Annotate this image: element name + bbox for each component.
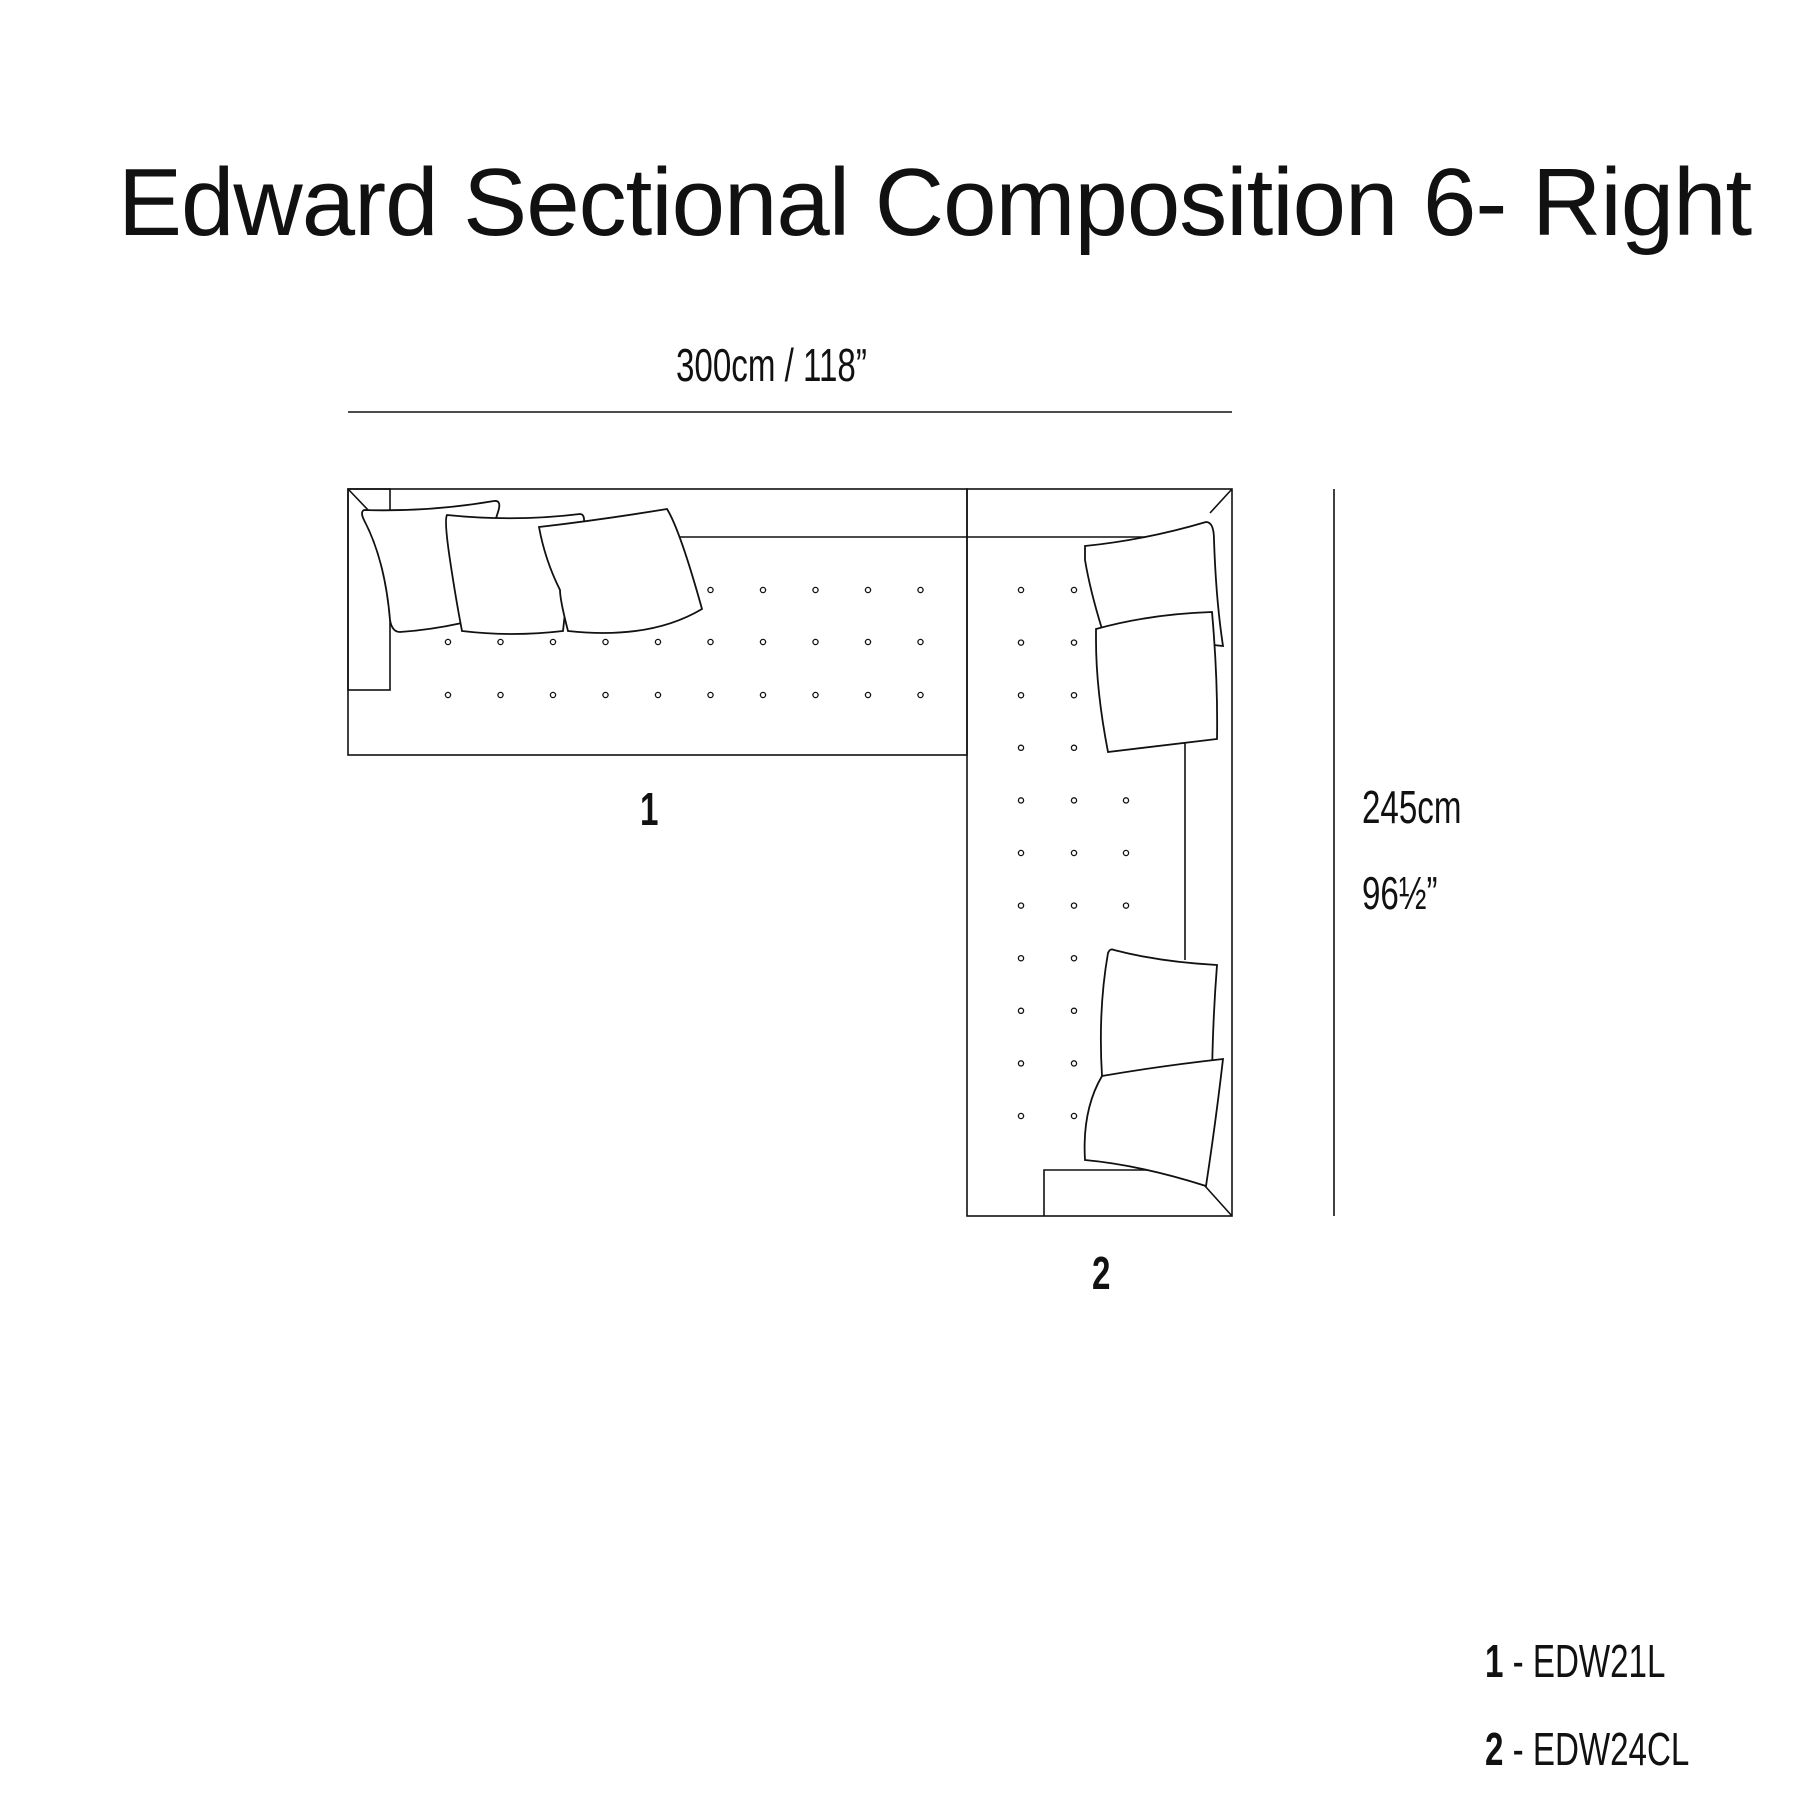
tufting-button (864, 691, 872, 699)
tufting-button (707, 691, 714, 699)
tufting-button (1017, 797, 1025, 804)
tufting-button (497, 638, 504, 646)
tufting-button (864, 586, 872, 594)
tufting-button (1122, 849, 1130, 857)
legend-separator: - (1512, 1635, 1524, 1687)
tufting-button (1070, 691, 1078, 699)
legend-number: 1 (1485, 1635, 1504, 1687)
tufting-button (1070, 1060, 1078, 1067)
tufting-button (759, 638, 767, 646)
page-title: Edward Sectional Composition 6- Right (118, 149, 1752, 256)
tufting-button (917, 638, 924, 646)
module-2-label: 2 (1092, 1247, 1111, 1299)
tufting-button (654, 691, 662, 699)
tufting-button (602, 638, 609, 646)
tufting-button (812, 691, 819, 699)
tufting-button (1070, 797, 1078, 804)
legend-separator: - (1512, 1723, 1524, 1775)
tufting-button (1070, 639, 1078, 646)
legend-code: EDW24CL (1532, 1723, 1690, 1775)
tufting-button (1017, 639, 1025, 646)
tufting-button (1017, 691, 1025, 699)
tufting-button (759, 691, 767, 699)
tufting-button (707, 586, 714, 594)
tufting-button (1070, 954, 1078, 962)
tufting-button (917, 691, 924, 699)
legend-item-2: 2 - EDW24CL (1485, 1722, 1769, 1776)
depth-cm-label: 245cm (1362, 781, 1462, 833)
tufting-button (759, 586, 767, 594)
legend-code: EDW21L (1532, 1635, 1666, 1687)
tufting-button (917, 586, 924, 594)
tufting-button (1017, 744, 1025, 752)
tufting-button (1070, 1007, 1078, 1015)
depth-in-label: 96½” (1362, 867, 1438, 919)
tufting-button (549, 691, 557, 699)
tufting-button (444, 691, 452, 699)
tufting-button (1122, 797, 1130, 804)
tufting-button (1017, 1112, 1025, 1120)
tufting-button (602, 691, 609, 699)
module-1-label: 1 (640, 783, 659, 835)
tufting-button (549, 638, 557, 646)
width-dimension-label: 300cm / 118” (676, 339, 867, 391)
tufting-button (1070, 586, 1078, 594)
tufting-button (864, 638, 872, 646)
tufting-button (654, 638, 662, 646)
cushions (361, 500, 1225, 1188)
tufting-button (497, 691, 504, 699)
tufting-button (1017, 849, 1025, 857)
tufting-button (1017, 586, 1025, 594)
tufting-button (1070, 744, 1078, 752)
cushion (1099, 948, 1218, 1092)
tufting-button (1017, 902, 1025, 909)
cushion (537, 508, 704, 634)
legend-item-1: 1 - EDW21L (1485, 1634, 1736, 1688)
tufting-button (707, 638, 714, 646)
tufting-button (1017, 1060, 1025, 1067)
tufting-button (1017, 1007, 1025, 1015)
tufting-button (1122, 902, 1130, 909)
tufting-button (812, 586, 819, 594)
tufting-button (812, 638, 819, 646)
tufting-button (1017, 954, 1025, 962)
tufting-button (1070, 902, 1078, 909)
cushion (1083, 1057, 1225, 1188)
cushion (1095, 611, 1219, 753)
tufting-button (1070, 849, 1078, 857)
tufting-buttons (444, 586, 1130, 1120)
module-2-outline (966, 488, 1233, 1217)
tufting-button (444, 638, 452, 646)
legend-number: 2 (1485, 1723, 1504, 1775)
tufting-button (1070, 1112, 1078, 1120)
